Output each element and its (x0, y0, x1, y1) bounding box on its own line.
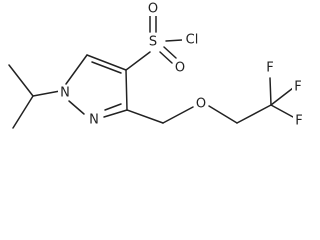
bond-ipr-n1 (32, 90, 61, 97)
bond-c4-c3 (125, 69, 128, 111)
atom-n1-label: N (60, 86, 70, 101)
bond-ipr-methyl-down (12, 95, 34, 129)
atom-o-top-label: O (148, 2, 158, 17)
bond-o-ch2 (208, 105, 238, 124)
bond-c-f-top-left (269, 77, 272, 106)
bond-c3-n2-double (104, 103, 122, 111)
bond-s-o-bottom-a (159, 51, 173, 64)
bond-c3-ch2 (126, 109, 164, 124)
atom-o-bottom-label: O (175, 61, 185, 76)
atom-n2-label: N (89, 113, 99, 128)
bond-c-f-bottom (270, 104, 294, 118)
bond-ch2-cf3 (236, 104, 272, 124)
molecule-diagram: N N S O O Cl O F F F (8, 1, 305, 129)
bond-ipr-methyl-left (8, 64, 34, 97)
bond-ch2-o (162, 106, 194, 124)
atom-cl-label: Cl (186, 33, 199, 48)
atom-o-ether-label: O (196, 97, 206, 112)
atom-f-bottom-label: F (295, 114, 302, 129)
bond-c4-s (125, 51, 151, 71)
bond-n1-c5 (65, 54, 88, 85)
bond-c3-n2 (103, 109, 128, 118)
atom-labels: N N S O O Cl O F F F (58, 1, 305, 129)
bond-s-cl (165, 39, 183, 42)
bonds (8, 13, 294, 129)
bond-n2-n1 (68, 100, 85, 115)
bond-c5-c4 (86, 54, 127, 71)
atom-s-label: S (149, 35, 157, 50)
bond-s-o-bottom-b (163, 46, 177, 59)
atom-f-top-right-label: F (294, 80, 301, 95)
bond-c-f-top-right (270, 87, 294, 106)
atom-f-top-left-label: F (266, 61, 273, 76)
bond-c5-c4-double (91, 61, 122, 74)
